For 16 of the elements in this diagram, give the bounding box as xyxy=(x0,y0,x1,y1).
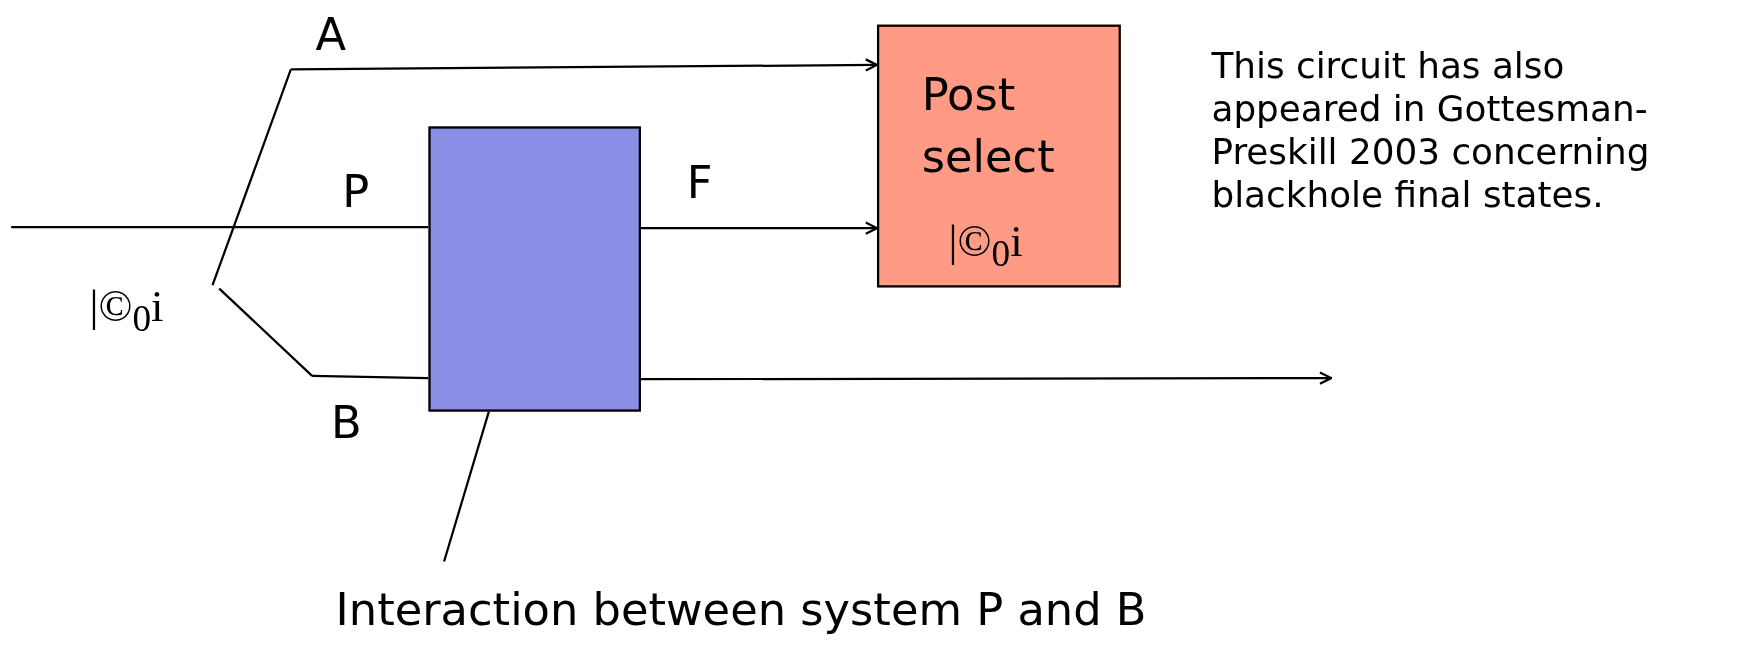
wire-label: A xyxy=(315,8,347,61)
wire xyxy=(11,225,429,229)
leader-line xyxy=(443,411,490,562)
post-select-box xyxy=(877,24,1121,288)
wire xyxy=(312,374,429,380)
interaction-box xyxy=(428,126,641,412)
state-label: |©$_{0}$i xyxy=(948,214,1023,276)
note-text: This circuit has also appeared in Gottesman-Preskill 2003 concerning blackhole final states. xyxy=(1211,44,1651,217)
state-label: |©$_{0}$i xyxy=(89,279,164,341)
box-title: Post select xyxy=(921,67,1056,185)
wire-label: B xyxy=(331,397,362,449)
wire-label: F xyxy=(686,156,713,209)
bracket xyxy=(211,68,314,377)
wire xyxy=(640,371,1333,385)
annotation-text: Interaction between system P and B xyxy=(335,583,1147,636)
wire-label: P xyxy=(342,165,370,217)
